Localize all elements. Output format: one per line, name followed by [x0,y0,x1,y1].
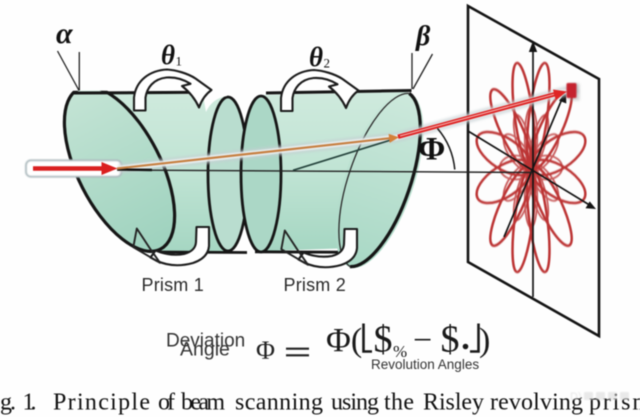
svg-text:): ) [479,322,490,359]
svg-text:$: $ [441,319,460,361]
svg-text:%: % [393,342,407,361]
svg-text:1: 1 [176,54,183,69]
svg-text:2: 2 [324,56,331,71]
svg-text:Prism 2: Prism 2 [284,275,346,295]
svg-text:−: − [413,322,432,359]
svg-text:Angle: Angle [180,339,230,361]
svg-text:β: β [415,21,431,52]
svg-text:Φ: Φ [418,132,445,168]
svg-text:D): D) [570,391,582,403]
svg-text:Deviation: Deviation [166,331,245,352]
svg-text:$: $ [374,319,393,361]
svg-text:Φ: Φ [256,336,275,365]
svg-text:Prism 1: Prism 1 [142,275,204,295]
svg-text:θ: θ [161,40,175,70]
svg-text:Φ(: Φ( [326,322,362,359]
svg-text:θ: θ [309,42,323,72]
svg-text:Revolution Angles: Revolution Angles [371,357,479,372]
svg-text:α: α [56,17,73,50]
